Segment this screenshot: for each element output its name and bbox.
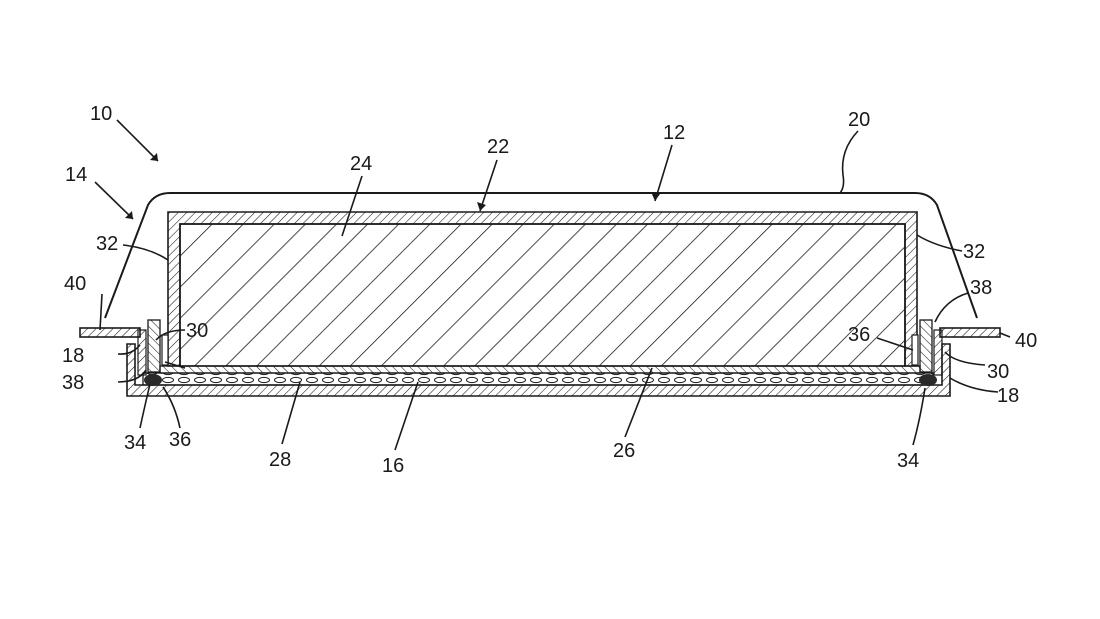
left-gap-36 xyxy=(161,334,169,366)
label-18-left: 18 xyxy=(62,345,84,367)
outer-cover xyxy=(104,192,978,319)
right-flange xyxy=(939,327,1001,338)
label-34-left: 34 xyxy=(124,432,146,454)
label-28: 28 xyxy=(269,449,291,471)
right-inner-strip xyxy=(933,329,943,376)
label-38-left: 38 xyxy=(62,372,84,394)
label-26: 26 xyxy=(613,440,635,462)
label-22: 22 xyxy=(487,136,509,158)
label-16: 16 xyxy=(382,455,404,477)
label-36-left: 36 xyxy=(169,429,191,451)
label-34-right: 34 xyxy=(897,450,919,472)
label-24: 24 xyxy=(350,153,372,175)
left-flange xyxy=(79,327,141,338)
left-inner-strip xyxy=(137,329,147,376)
label-32-right: 32 xyxy=(963,241,985,263)
label-12: 12 xyxy=(663,122,685,144)
label-14: 14 xyxy=(65,164,87,186)
label-20: 20 xyxy=(848,109,870,131)
right-seal-bead xyxy=(919,374,937,386)
label-32-left: 32 xyxy=(96,233,118,255)
right-seal-wall xyxy=(919,319,933,373)
left-seal-bead xyxy=(144,374,162,386)
label-40-right: 40 xyxy=(1015,330,1037,352)
core-block xyxy=(179,223,906,367)
label-30-left: 30 xyxy=(186,320,208,342)
label-40-left: 40 xyxy=(64,273,86,295)
leader-lines xyxy=(94,119,1011,451)
label-10: 10 xyxy=(90,103,112,125)
bead-layer xyxy=(142,372,934,386)
label-18-right: 18 xyxy=(997,385,1019,407)
bottom-plate xyxy=(159,365,921,374)
left-seal-wall xyxy=(147,319,161,373)
label-30-right: 30 xyxy=(987,361,1009,383)
label-36-right: 36 xyxy=(848,324,870,346)
label-38-right: 38 xyxy=(970,277,992,299)
